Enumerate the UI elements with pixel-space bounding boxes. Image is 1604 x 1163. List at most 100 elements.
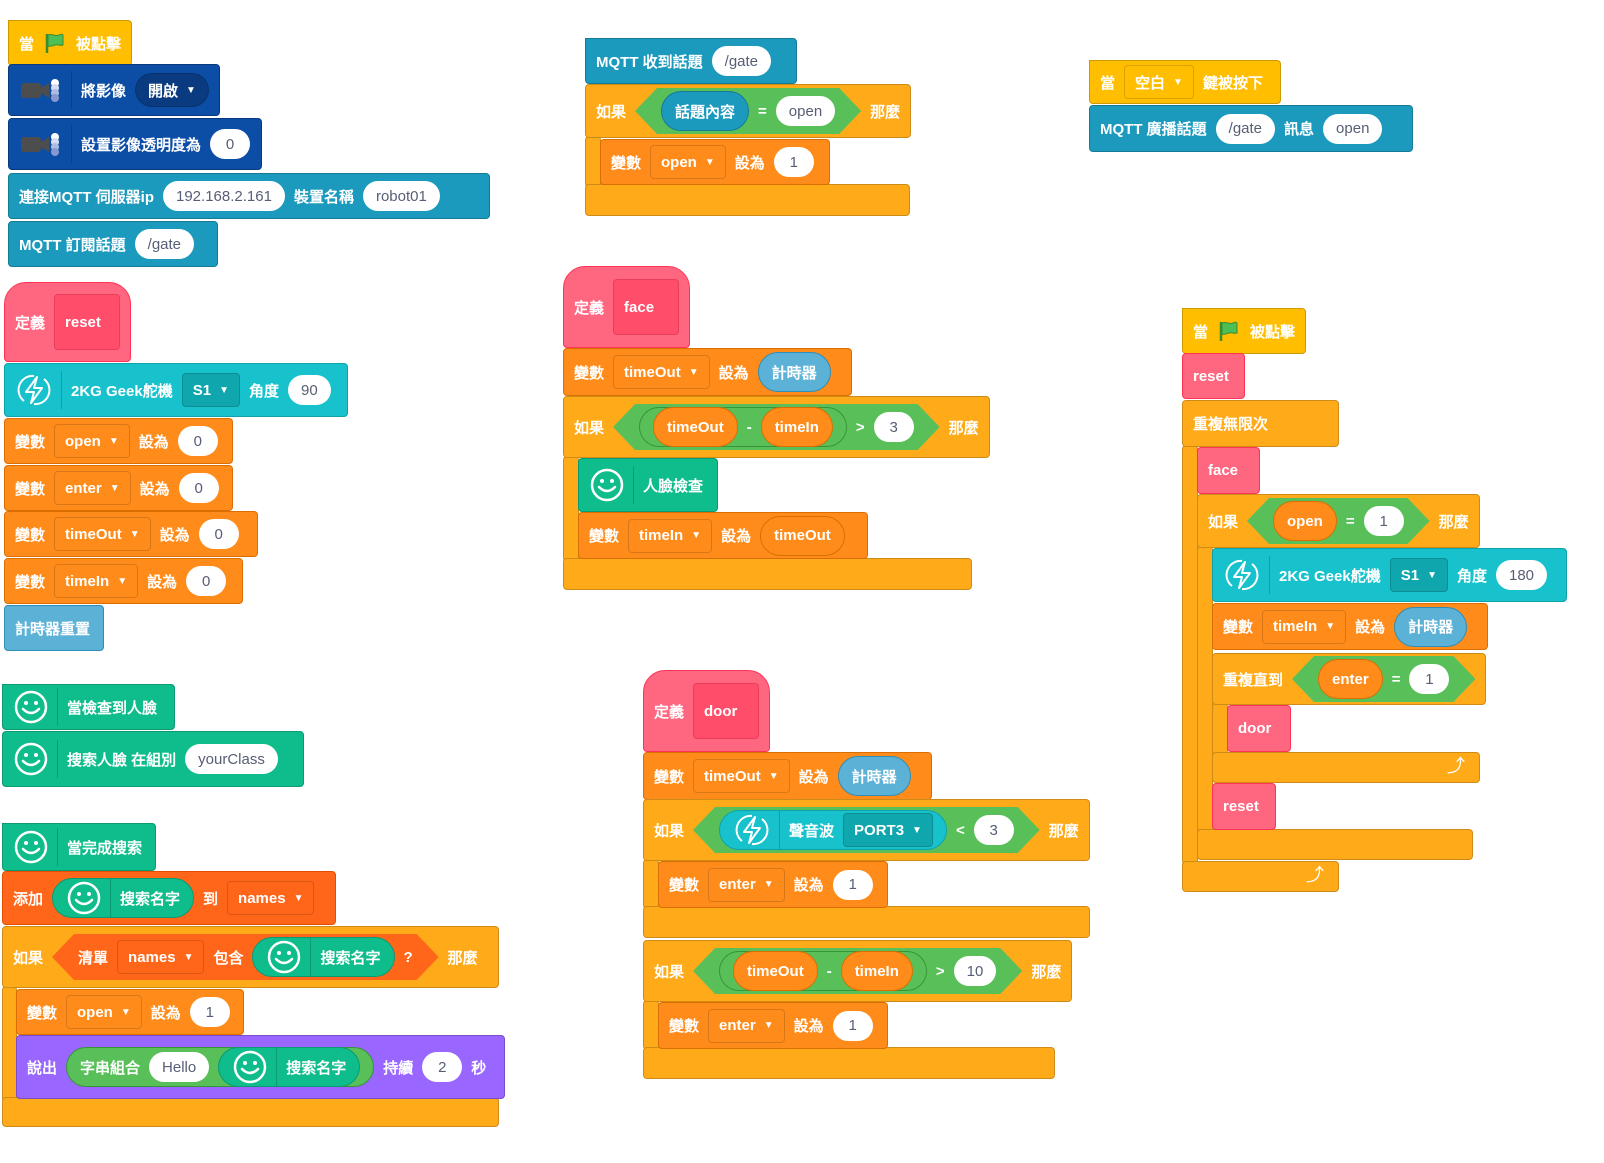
mqtt-received-script-block-0[interactable]: MQTT 收到話題/gate (585, 22, 797, 84)
input-field[interactable]: yourClass (185, 744, 278, 774)
dropdown[interactable]: open▼ (66, 995, 142, 1029)
boolean-operator[interactable]: enter=1 (1292, 656, 1475, 702)
key-pressed-script-block-0[interactable]: 當空白▼鍵被按下 (1089, 44, 1281, 104)
input-field[interactable]: 1 (832, 1010, 873, 1041)
dropdown[interactable]: timeIn▼ (628, 518, 713, 553)
dropdown[interactable]: enter▼ (708, 1008, 785, 1043)
face-detected-script-block-0[interactable]: 當檢查到人臉 (2, 668, 175, 730)
green-flag-main-loop-script-block-1[interactable]: reset (1182, 353, 1245, 399)
reporter-face[interactable]: 搜索名字 (218, 1047, 361, 1087)
reporter-var[interactable]: timeOut (760, 515, 845, 556)
reporter-sensing[interactable]: 計時器 (1394, 606, 1468, 647)
input-field[interactable]: 180 (1496, 560, 1548, 590)
input-field[interactable]: 0 (210, 129, 251, 159)
green-flag-main-loop-script-block-8[interactable]: door (1227, 705, 1291, 752)
dropdown[interactable]: 空白▼ (1124, 65, 1194, 99)
green-flag-main-loop-script-block-3[interactable]: face (1197, 447, 1260, 494)
input-field[interactable]: /gate (1215, 113, 1276, 144)
input-field[interactable]: /gate (134, 229, 195, 259)
boolean-operator[interactable]: open=1 (1247, 498, 1430, 544)
reporter-mqtt[interactable]: 話題內容 (661, 91, 749, 131)
dropdown[interactable]: 開啟▼ (135, 73, 209, 107)
green-flag-main-loop-script-block-0[interactable]: 當被點擊 (1182, 292, 1307, 354)
dropdown[interactable]: enter▼ (708, 867, 785, 902)
reporter-face[interactable]: 搜索名字 (52, 878, 195, 918)
input-field[interactable]: /gate (711, 46, 772, 76)
input-field[interactable]: 1 (189, 997, 230, 1027)
search-done-script-block-0[interactable]: 當完成搜索 (2, 807, 156, 871)
green-flag-setup-script-block-0[interactable]: 當被點擊 (8, 4, 133, 66)
input-field[interactable]: 3 (874, 412, 914, 442)
reporter-operator[interactable]: timeOut-timeIn (719, 951, 927, 991)
reporter-var[interactable]: timeIn (841, 951, 913, 991)
reporter-var[interactable]: enter (1318, 659, 1383, 699)
dropdown[interactable]: S1▼ (1389, 558, 1448, 592)
input-field[interactable]: 1 (832, 869, 873, 900)
dropdown[interactable]: S1▼ (181, 373, 240, 407)
reporter-var[interactable]: open (1273, 501, 1337, 541)
reporter-sensing[interactable]: 計時器 (837, 756, 911, 796)
dropdown[interactable]: timeOut▼ (693, 759, 790, 793)
dropdown[interactable]: timeIn▼ (54, 564, 139, 598)
reporter-sensing[interactable]: 計時器 (757, 352, 831, 392)
input-field[interactable]: 0 (186, 566, 227, 596)
boolean-operator[interactable]: timeOut-timeIn>3 (613, 404, 940, 450)
input-field[interactable]: 0 (198, 519, 239, 549)
input-field[interactable]: open (776, 96, 835, 126)
reporter-var[interactable]: timeOut (733, 951, 818, 991)
input-field[interactable]: 1 (773, 147, 814, 177)
reporter-face[interactable]: 搜索名字 (252, 937, 394, 977)
dropdown[interactable]: names▼ (227, 881, 315, 915)
dropdown[interactable]: timeOut▼ (54, 517, 151, 551)
green-flag-setup-script-block-4[interactable]: MQTT 訂閱話題/gate (8, 221, 218, 267)
reporter-var[interactable]: timeIn (761, 407, 833, 447)
dropdown[interactable]: timeIn▼ (1262, 609, 1347, 644)
input-field[interactable]: open (1323, 113, 1383, 144)
boolean-operator[interactable]: 話題內容=open (635, 88, 861, 134)
dropdown[interactable]: timeOut▼ (613, 355, 710, 389)
define-reset-script-block-6[interactable]: 計時器重置 (4, 605, 104, 651)
input-field[interactable]: 0 (177, 426, 218, 456)
input-field[interactable]: 10 (954, 956, 997, 986)
input-field[interactable]: 90 (288, 375, 331, 405)
input-field[interactable]: 192.168.2.161 (163, 181, 285, 211)
reporter-var[interactable]: timeOut (653, 407, 738, 447)
input-field[interactable]: 1 (1409, 664, 1449, 694)
green-flag-main-loop-script-block-2[interactable]: 重複無限次 (1182, 400, 1339, 447)
boolean-operator[interactable]: timeOut-timeIn>10 (693, 948, 1022, 994)
green-flag-setup-script-block-1[interactable]: 將影像開啟▼ (8, 64, 220, 116)
dropdown[interactable]: open▼ (54, 424, 130, 458)
input-field[interactable]: 3 (974, 815, 1014, 845)
dropdown[interactable]: open▼ (650, 145, 726, 179)
